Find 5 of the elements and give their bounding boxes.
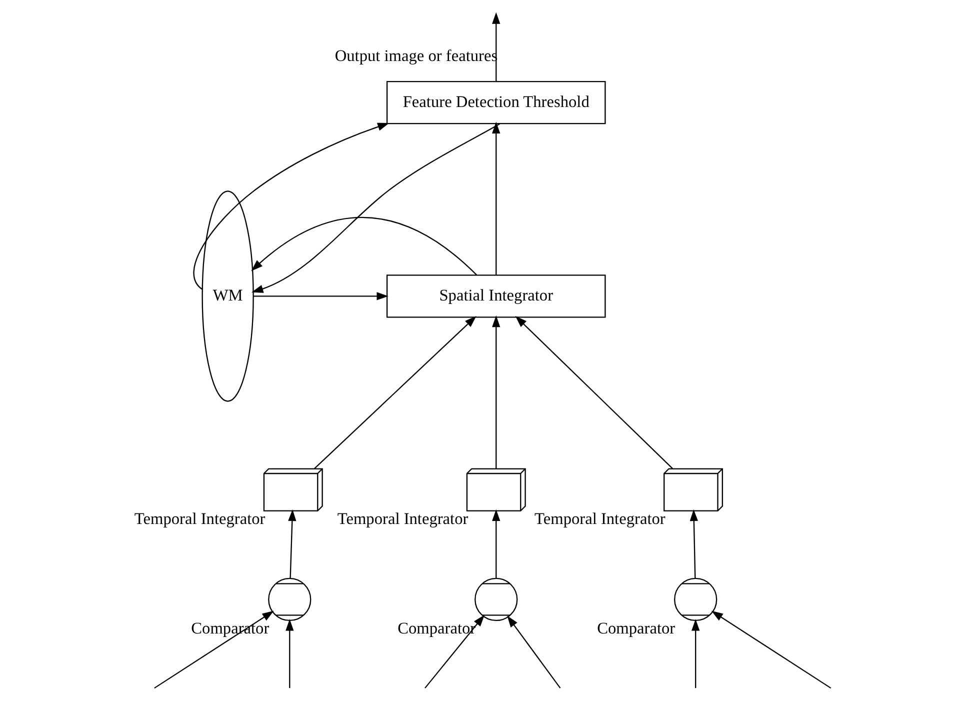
node-label: Temporal Integrator [534,508,666,528]
node-label: Comparator [398,618,476,638]
node-label: Temporal Integrator [337,508,468,528]
node-label: Temporal Integrator [134,508,266,528]
node-label: Comparator [597,618,676,638]
